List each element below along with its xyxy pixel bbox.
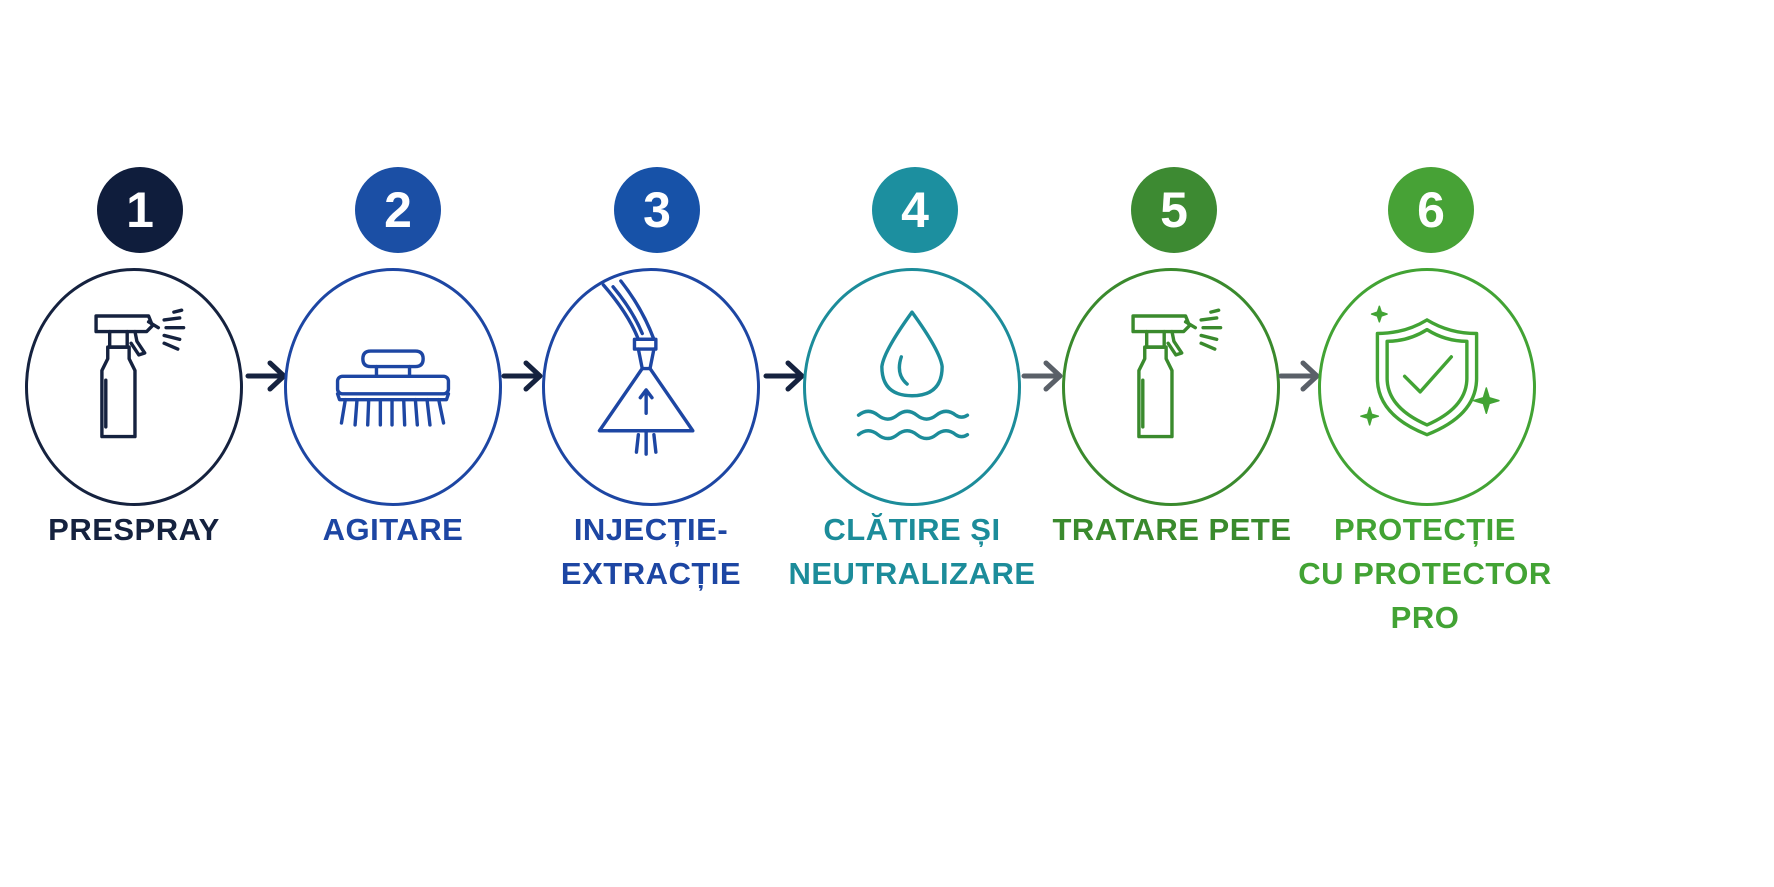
step-number-badge: 2 (355, 167, 441, 253)
step-label: PRESPRAY (48, 512, 220, 547)
arrow-right-icon (501, 360, 543, 392)
step-icon-circle (284, 268, 502, 506)
arrow-right-icon (1021, 360, 1063, 392)
step-icon-circle (25, 268, 243, 506)
step-icon-circle (803, 268, 1021, 506)
shield-check-icon (1360, 305, 1500, 437)
step-label: INJECȚIE- EXTRACȚIE (560, 512, 742, 591)
step-label: AGITARE (322, 512, 464, 547)
extraction-wand-icon (597, 279, 695, 456)
step-icon-circle (1062, 268, 1280, 506)
spray-bottle-icon (1131, 308, 1223, 439)
step-number-badge: 1 (97, 167, 183, 253)
spray-bottle-icon (94, 308, 186, 439)
step-icon-circle (542, 268, 760, 506)
step-number-badge: 6 (1388, 167, 1474, 253)
step-label: CLĂTIRE ȘI NEUTRALIZARE (788, 512, 1036, 591)
arrow-right-icon (1278, 360, 1320, 392)
step-number-badge: 5 (1131, 167, 1217, 253)
step-icon-circle (1318, 268, 1536, 506)
brush-icon (335, 349, 451, 427)
arrow-right-icon (763, 360, 805, 392)
water-drop-icon (856, 310, 970, 441)
step-number-badge: 3 (614, 167, 700, 253)
step-label: TRATARE PETE (1052, 512, 1292, 547)
step-label: PROTECȚIE CU PROTECTOR PRO (1298, 512, 1552, 635)
step-number-badge: 4 (872, 167, 958, 253)
